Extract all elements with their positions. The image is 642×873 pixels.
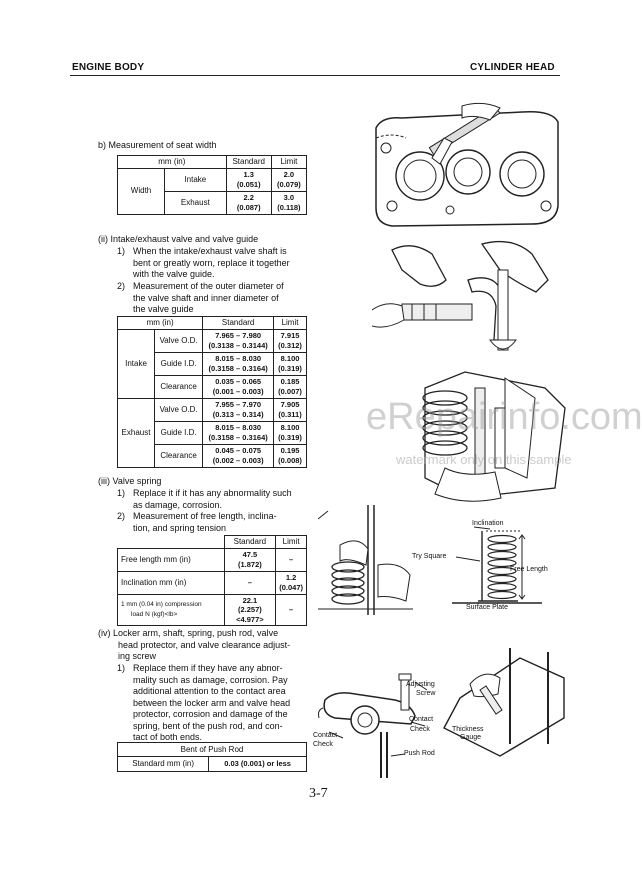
push-rod-check-figure [440, 648, 565, 758]
valve-guide-heading: (ii) Intake/exhaust valve and valve guid… [98, 234, 259, 244]
rocker-arm-figure [315, 660, 445, 780]
inclination-limit: 1.2(0.047) [275, 570, 307, 595]
row-group-exhaust: Exhaust [117, 397, 155, 468]
exhaust-standard: 2.2(0.087) [225, 190, 272, 215]
label-try-square: Try Square [412, 553, 447, 560]
cell-standard: 8.015 – 8.030(0.3158 – 0.3164) [202, 420, 275, 445]
row-label: Clearance [153, 374, 204, 399]
valve-spring-table: Standard Limit Free length mm (in) 47.5(… [117, 535, 307, 626]
exhaust-limit: 3.0(0.118) [270, 190, 308, 215]
page-number: 3-7 [309, 786, 328, 801]
free-length-standard: 47.5(1.872) [223, 547, 277, 572]
seat-width-table: mm (in) Standard Limit Width Intake 1.3(… [116, 155, 308, 215]
cell-standard: 7.955 – 7.970(0.313 – 0.314) [202, 397, 275, 422]
watermark-text: eRepairinfo.com [366, 396, 642, 438]
label-free-length: Free Length [510, 566, 548, 573]
row-label: Valve O.D. [153, 397, 204, 422]
valve-spring-item-1: 1) Replace it if it has any abnormality … [117, 488, 292, 510]
cell-limit: 7.905(0.311) [273, 397, 307, 422]
label-adjusting: Adjusting [406, 681, 435, 688]
valve-guide-table: mm (in) Standard Limit Intake Valve O.D.… [116, 316, 307, 468]
col-unit: mm (in) [116, 316, 204, 330]
cell-limit: 8.100(0.319) [273, 351, 307, 376]
col-standard: Standard [202, 316, 275, 330]
label-surface-plate: Surface Plate [466, 604, 509, 611]
push-rod-table: Bent of Push Rod Standard mm (in) 0.03 (… [116, 742, 307, 772]
guide-measurement-figure [405, 368, 575, 508]
label-inclination: Inclination [472, 520, 504, 527]
spring-hand-figure [318, 505, 413, 620]
watermark-note: watermark only on this sample [396, 452, 572, 467]
compression-standard: 22.1(2.257)<4.977> [223, 593, 277, 626]
cell-limit: 0.195(0.008) [273, 443, 307, 468]
free-length-limit: – [275, 547, 307, 572]
locker-arm-item-1: 1) Replace them if they have any abnor-m… [117, 663, 291, 742]
cell-standard: 0.045 – 0.075(0.002 – 0.003) [202, 443, 275, 468]
section-title-right: CYLINDER HEAD [470, 62, 555, 73]
compression-limit: – [275, 593, 307, 626]
row-group-intake: Intake [117, 328, 155, 399]
section-title-left: ENGINE BODY [72, 62, 145, 73]
label-check-right: Check [410, 726, 430, 733]
label-push-rod: Push Rod [404, 750, 435, 757]
cell-standard: 0.035 – 0.065(0.001 – 0.003) [202, 374, 275, 399]
inclination-standard: – [223, 570, 277, 595]
valve-micrometer-figure [372, 240, 552, 355]
row-exhaust: Exhaust [164, 190, 227, 215]
seat-width-figure [372, 98, 562, 228]
cell-standard: 7.965 – 7.980(0.3138 – 0.3144) [202, 328, 275, 353]
col-limit: Limit [270, 155, 308, 169]
col-limit: Limit [275, 535, 307, 549]
cell-standard: 8.015 – 8.030(0.3158 – 0.3164) [202, 351, 275, 376]
cell-limit: 8.100(0.319) [273, 420, 307, 445]
row-label: Valve O.D. [153, 328, 204, 353]
row-intake: Intake [164, 167, 227, 192]
row-label: Guide I.D. [153, 351, 204, 376]
row-free-length: Free length mm (in) [117, 547, 225, 572]
valve-spring-heading: (iii) Valve spring [98, 476, 162, 486]
push-rod-row-label: Standard mm (in) [116, 756, 210, 772]
label-screw: Screw [416, 690, 436, 697]
cell-limit: 7.915(0.312) [273, 328, 307, 353]
intake-limit: 2.0(0.079) [270, 167, 308, 192]
label-check-left: Check [313, 741, 333, 748]
label-gauge: Gauge [460, 734, 482, 741]
intake-standard: 1.3(0.051) [225, 167, 272, 192]
label-contact-right: Contact [409, 716, 434, 723]
locker-arm-heading: (iv) Locker arm, shaft, spring, push rod… [98, 628, 291, 661]
header-rule [70, 75, 560, 76]
row-label: Guide I.D. [153, 420, 204, 445]
col-unit: mm (in) [117, 155, 227, 169]
valve-spring-item-2: 2) Measurement of free length, inclina-t… [117, 511, 277, 533]
row-inclination: Inclination mm (in) [117, 570, 225, 595]
seat-width-heading: b) Measurement of seat width [98, 140, 217, 150]
push-rod-standard: 0.03 (0.001) or less [208, 756, 307, 772]
valve-guide-item-1: 1) When the intake/exhaust valve shaft i… [117, 246, 290, 279]
label-contact-left: Contact [313, 732, 338, 739]
cell-limit: 0.185(0.007) [273, 374, 307, 399]
row-group-width: Width [116, 167, 166, 215]
col-standard: Standard [223, 535, 277, 549]
spring-inclination-figure [412, 517, 562, 617]
col-standard: Standard [225, 155, 272, 169]
row-label: Clearance [153, 443, 204, 468]
label-thickness: Thickness [452, 726, 484, 733]
col-limit: Limit [273, 316, 307, 330]
push-rod-heading: Bent of Push Rod [117, 742, 307, 757]
